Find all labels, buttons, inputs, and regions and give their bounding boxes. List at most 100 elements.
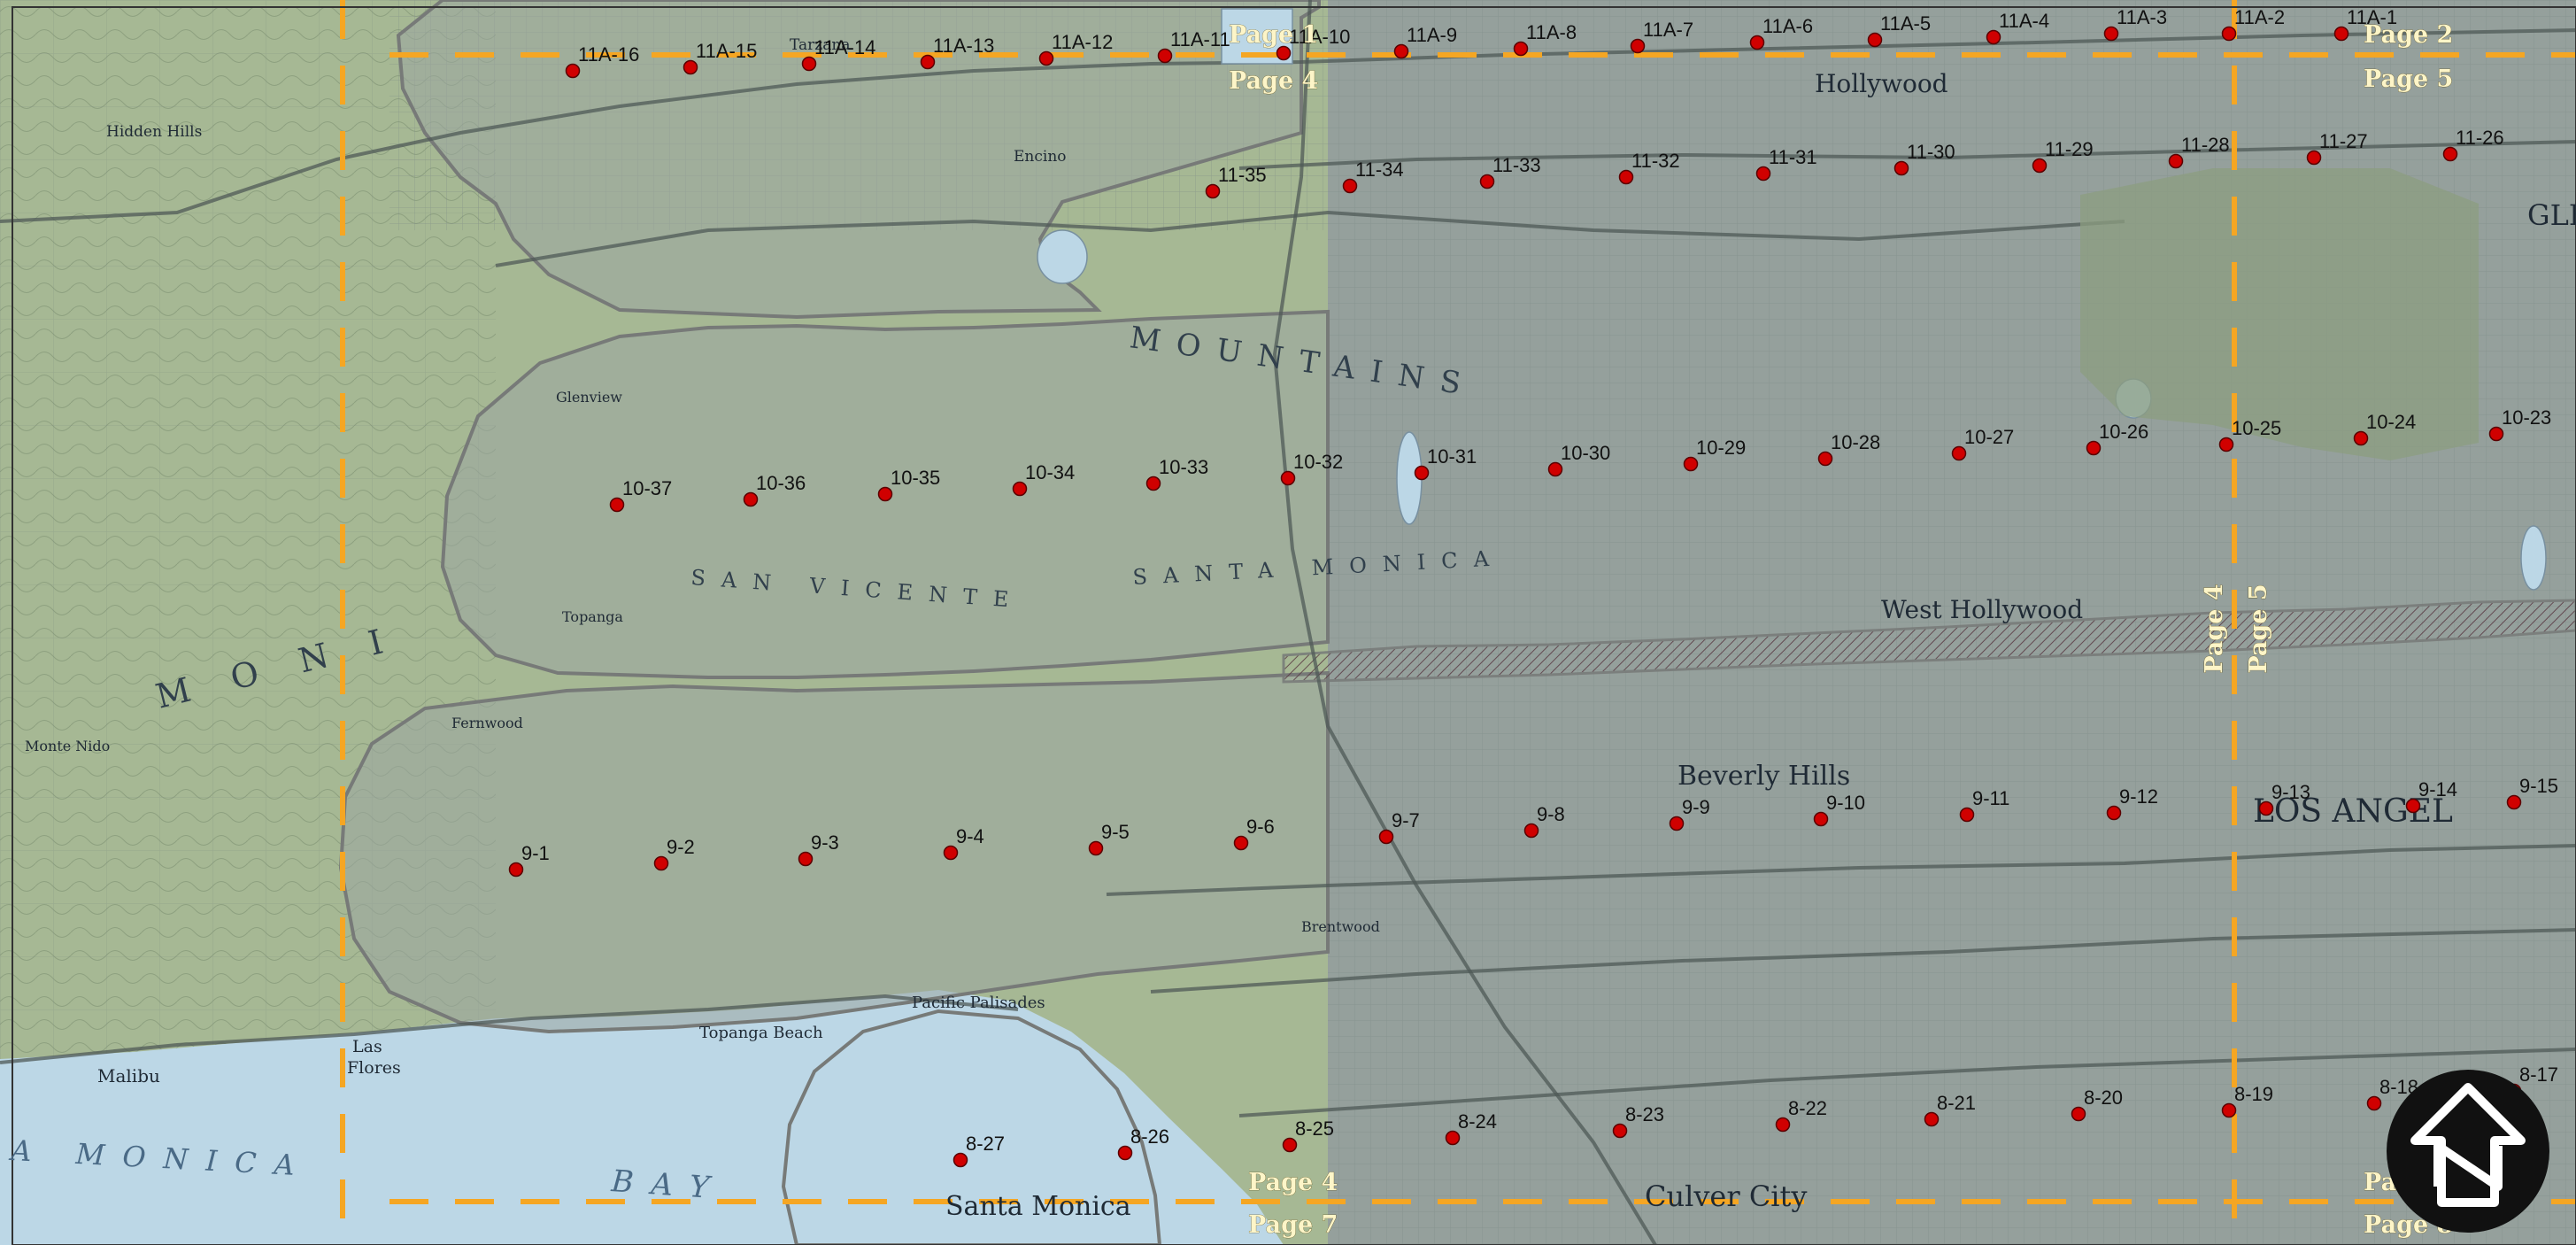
- sample-point-10-30[interactable]: 10-30: [1547, 442, 1611, 477]
- sample-point-11a-16[interactable]: 11A-16: [565, 43, 640, 79]
- sample-point-11-35[interactable]: 11-35: [1205, 164, 1267, 199]
- sample-point-11a-12[interactable]: 11A-12: [1038, 31, 1114, 66]
- sample-point-11a-15[interactable]: 11A-15: [683, 40, 758, 75]
- sample-point-marker[interactable]: [2071, 1106, 2086, 1122]
- sample-point-11a-3[interactable]: 11A-3: [2103, 6, 2168, 42]
- sample-point-marker[interactable]: [1986, 29, 2001, 45]
- sample-point-8-26[interactable]: 8-26: [1117, 1125, 1170, 1161]
- sample-point-8-25[interactable]: 8-25: [1282, 1117, 1335, 1153]
- sample-point-9-2[interactable]: 9-2: [653, 836, 695, 871]
- sample-point-10-31[interactable]: 10-31: [1414, 445, 1477, 481]
- sample-point-11-32[interactable]: 11-32: [1618, 150, 1680, 185]
- sample-point-10-32[interactable]: 10-32: [1280, 451, 1344, 486]
- sample-point-11a-13[interactable]: 11A-13: [920, 35, 995, 70]
- sample-point-10-33[interactable]: 10-33: [1145, 456, 1209, 491]
- sample-point-10-36[interactable]: 10-36: [743, 472, 806, 507]
- sample-point-marker[interactable]: [1393, 43, 1409, 59]
- sample-point-11-27[interactable]: 11-27: [2306, 130, 2368, 166]
- sample-point-11a-14[interactable]: 11A-14: [801, 36, 876, 72]
- sample-point-marker[interactable]: [1342, 178, 1358, 194]
- sample-point-marker[interactable]: [920, 54, 936, 70]
- sample-point-8-24[interactable]: 8-24: [1445, 1110, 1498, 1146]
- sample-point-marker[interactable]: [743, 491, 759, 507]
- sample-point-marker[interactable]: [1951, 445, 1967, 461]
- sample-point-marker[interactable]: [2405, 798, 2421, 814]
- sample-point-8-23[interactable]: 8-23: [1612, 1103, 1665, 1139]
- sample-point-marker[interactable]: [2103, 26, 2119, 42]
- page-label[interactable]: Page 7: [1248, 1211, 1338, 1240]
- sample-point-11a-10[interactable]: 11A-10: [1276, 26, 1351, 61]
- sample-point-11-26[interactable]: 11-26: [2442, 127, 2504, 162]
- sample-point-marker[interactable]: [2086, 440, 2102, 456]
- sample-point-9-14[interactable]: 9-14: [2405, 778, 2458, 814]
- sample-point-marker[interactable]: [508, 862, 524, 878]
- sample-point-marker[interactable]: [1669, 816, 1685, 831]
- sample-point-marker[interactable]: [2306, 150, 2322, 166]
- sample-point-9-8[interactable]: 9-8: [1523, 803, 1565, 839]
- page-label[interactable]: Page 5: [2364, 66, 2454, 94]
- sample-point-marker[interactable]: [877, 486, 893, 502]
- sample-point-marker[interactable]: [798, 851, 814, 867]
- sample-point-marker[interactable]: [1630, 38, 1646, 54]
- sample-point-marker[interactable]: [1547, 461, 1563, 477]
- sample-point-marker[interactable]: [1378, 829, 1394, 845]
- sample-point-marker[interactable]: [943, 845, 959, 861]
- page-label[interactable]: Page 1: [1229, 21, 1319, 50]
- sample-point-11a-8[interactable]: 11A-8: [1513, 21, 1577, 57]
- sample-point-11-30[interactable]: 11-30: [1893, 141, 1955, 176]
- sample-point-9-3[interactable]: 9-3: [798, 831, 839, 867]
- sample-point-marker[interactable]: [1280, 470, 1296, 486]
- sample-point-marker[interactable]: [1893, 160, 1909, 176]
- sample-point-8-22[interactable]: 8-22: [1775, 1097, 1828, 1133]
- sample-point-11-28[interactable]: 11-28: [2168, 134, 2230, 169]
- sample-point-11a-6[interactable]: 11A-6: [1749, 15, 1814, 50]
- sample-point-marker[interactable]: [1117, 1145, 1133, 1161]
- sample-point-11-33[interactable]: 11-33: [1479, 154, 1541, 189]
- sample-point-10-29[interactable]: 10-29: [1683, 437, 1747, 472]
- page-label-vertical[interactable]: Page 5: [2245, 584, 2273, 674]
- sample-point-marker[interactable]: [1755, 166, 1771, 182]
- sample-point-11-29[interactable]: 11-29: [2032, 138, 2094, 174]
- sample-point-marker[interactable]: [1012, 481, 1028, 497]
- sample-point-marker[interactable]: [1867, 32, 1883, 48]
- sample-point-11a-1[interactable]: 11A-1: [2333, 6, 2398, 42]
- sample-point-marker[interactable]: [1683, 456, 1699, 472]
- sample-point-11a-7[interactable]: 11A-7: [1630, 19, 1694, 54]
- page-label[interactable]: Page 4: [1248, 1169, 1338, 1197]
- sample-point-marker[interactable]: [1145, 476, 1161, 491]
- sample-point-marker[interactable]: [1523, 823, 1539, 839]
- sample-point-marker[interactable]: [565, 63, 581, 79]
- sample-point-marker[interactable]: [1282, 1137, 1298, 1153]
- sample-point-marker[interactable]: [1618, 169, 1634, 185]
- page-label[interactable]: Page 4: [1229, 67, 1319, 96]
- sample-point-9-4[interactable]: 9-4: [943, 825, 984, 861]
- sample-point-marker[interactable]: [1924, 1111, 1940, 1127]
- sample-point-marker[interactable]: [1088, 840, 1104, 856]
- sample-point-8-21[interactable]: 8-21: [1924, 1092, 1977, 1127]
- sample-point-marker[interactable]: [2442, 146, 2458, 162]
- sample-point-9-11[interactable]: 9-11: [1959, 787, 2010, 823]
- sample-point-marker[interactable]: [2333, 26, 2349, 42]
- sample-point-marker[interactable]: [1817, 451, 1833, 467]
- sample-point-10-35[interactable]: 10-35: [877, 467, 941, 502]
- sample-point-marker[interactable]: [1205, 183, 1221, 199]
- sample-point-10-23[interactable]: 10-23: [2488, 406, 2552, 442]
- sample-point-11-34[interactable]: 11-34: [1342, 159, 1404, 194]
- sample-point-marker[interactable]: [2366, 1095, 2382, 1111]
- sample-point-marker[interactable]: [683, 59, 698, 75]
- sample-point-marker[interactable]: [1749, 35, 1765, 50]
- sample-point-marker[interactable]: [2221, 26, 2237, 42]
- sample-point-marker[interactable]: [1959, 807, 1975, 823]
- sample-point-8-19[interactable]: 8-19: [2221, 1083, 2274, 1118]
- sample-point-marker[interactable]: [1157, 48, 1173, 64]
- sample-point-marker[interactable]: [2506, 794, 2522, 810]
- sample-point-marker[interactable]: [2221, 1102, 2237, 1118]
- sample-point-11a-2[interactable]: 11A-2: [2221, 6, 2286, 42]
- sample-point-10-24[interactable]: 10-24: [2353, 411, 2417, 446]
- page-label-vertical[interactable]: Page 4: [2201, 584, 2229, 674]
- sample-point-marker[interactable]: [653, 855, 669, 871]
- sample-point-11a-9[interactable]: 11A-9: [1393, 24, 1458, 59]
- sample-point-marker[interactable]: [1233, 835, 1249, 851]
- sample-point-9-6[interactable]: 9-6: [1233, 816, 1275, 851]
